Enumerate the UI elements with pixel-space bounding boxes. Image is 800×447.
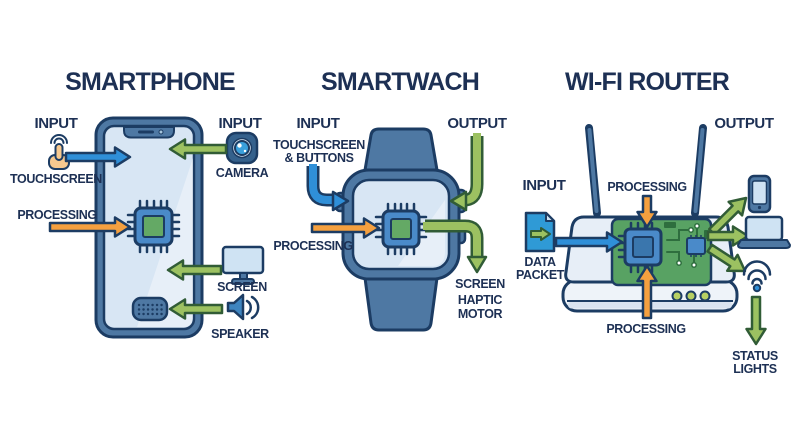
input-left-label: INPUT: [34, 115, 77, 132]
data-packet-icon: [524, 211, 556, 253]
grille-dots: [137, 303, 163, 316]
status-lights-label2: LIGHTS: [733, 362, 776, 376]
screen-label: SCREEN: [217, 280, 267, 294]
smartwatch-illustration: [334, 127, 468, 332]
antenna-right-icon: [691, 124, 707, 217]
circuit-board: [610, 217, 713, 287]
speaker-arrow: [168, 298, 224, 320]
smartphone-section: SMARTPHONE INPUT: [10, 68, 270, 341]
output-phone-icon: [747, 174, 772, 214]
board-component: [664, 222, 676, 228]
output-laptop-icon: [737, 215, 791, 249]
speaker-label: SPEAKER: [211, 327, 269, 341]
watch-input-label: INPUT: [296, 115, 339, 132]
router-output-label: OUTPUT: [714, 115, 774, 132]
router-input-label: INPUT: [522, 177, 565, 194]
router-processing-top-label: PROCESSING: [607, 180, 686, 194]
watch-out-sub1: SCREEN: [455, 277, 505, 291]
watch-output-label: OUTPUT: [447, 115, 507, 132]
watch-band-top: [363, 127, 439, 172]
status-lights-label1: STATUS: [732, 349, 778, 363]
screen-arrow: [166, 259, 223, 281]
watch-processing-arrow: [310, 217, 381, 239]
camera-icon: [225, 131, 259, 165]
front-camera-dot: [158, 129, 164, 135]
router-processing-down-arrow: [636, 194, 658, 229]
watch-band-bottom: [363, 276, 439, 332]
phone-processing-label: PROCESSING: [17, 208, 96, 222]
data-input-arrow: [554, 231, 624, 253]
touchscreen-label: TOUCHSCREEN: [10, 172, 102, 186]
earpiece-icon: [138, 130, 154, 134]
monitor-icon: [221, 245, 265, 285]
touchscreen-input-arrow: [64, 146, 132, 168]
status-lights-arrow: [745, 295, 767, 346]
router-processing-bottom-label: PROCESSING: [606, 322, 685, 336]
watch-input-arrow: [306, 164, 350, 212]
phone-processing-arrow: [48, 216, 132, 238]
router-chip-icon: [617, 221, 663, 274]
router-output-arrow-mid: [706, 225, 750, 247]
smartphone-illustration: [94, 116, 204, 339]
watch-input-sub2: & BUTTONS: [284, 151, 353, 165]
smartwatch-title: SMARTWACH: [321, 68, 479, 96]
watch-input-sub1: TOUCHSCREEN: [273, 138, 365, 152]
wifi-router-section: WI-FI ROUTER OUTPUT INPUT PROCESSING: [516, 68, 791, 376]
camera-input-arrow: [168, 138, 228, 160]
antenna-left-icon: [585, 124, 601, 217]
speaker-grille: [131, 296, 169, 322]
router-output-arrow-bottom: [706, 243, 747, 273]
data-packet-label2: PACKET: [516, 268, 565, 282]
router-title: WI-FI ROUTER: [565, 68, 730, 96]
watch-chip-output-arrow: [423, 219, 488, 274]
router-processing-up-arrow: [636, 264, 658, 320]
camera-label: CAMERA: [216, 166, 269, 180]
smartphone-title: SMARTPHONE: [65, 68, 235, 96]
watch-out-sub2: HAPTIC: [458, 293, 503, 307]
phone-chip-icon: [126, 199, 181, 254]
watch-chip-icon: [374, 202, 428, 256]
router-small-chip-icon: [686, 235, 706, 257]
watch-screen-sheen: [398, 200, 445, 266]
wifi-signal-icon: [742, 260, 772, 293]
smartwatch-section: SMARTWACH INPUT TOUCHSCREEN & BUTTONS OU…: [273, 68, 507, 332]
watch-output-arrow: [449, 133, 484, 212]
led-lights: [671, 290, 711, 302]
watch-out-sub3: MOTOR: [458, 307, 503, 321]
watch-processing-label: PROCESSING: [273, 239, 352, 253]
data-packet-label1: DATA: [524, 255, 556, 269]
touch-tap-icon: [48, 134, 70, 170]
speaker-icon: [226, 293, 260, 321]
input-right-label: INPUT: [218, 115, 261, 132]
